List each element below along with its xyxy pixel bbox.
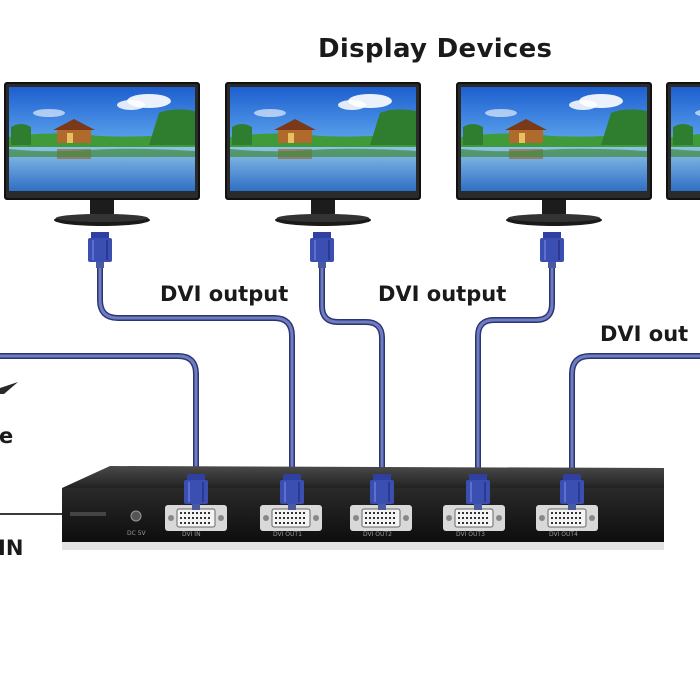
port-caption-in: DVI IN (182, 531, 201, 538)
power-caption: DC 5V (127, 530, 146, 537)
port-dvi-out4 (536, 505, 598, 531)
diagram-title: Display Devices (318, 34, 552, 64)
label-dvi-output-2: DVI output (378, 282, 506, 306)
power-jack (131, 511, 141, 521)
monitor-2 (225, 82, 421, 226)
cable-out2 (322, 262, 382, 474)
port-caption-out2: DVI OUT2 (363, 531, 392, 538)
label-dvi-output-1: DVI output (160, 282, 288, 306)
port-caption-out1: DVI OUT1 (273, 531, 302, 538)
port-caption-out4: DVI OUT4 (549, 531, 578, 538)
plug-monitor-2 (310, 232, 334, 268)
cable-out4 (572, 356, 700, 474)
plug-monitor-1 (88, 232, 112, 268)
label-left-in: IN (0, 536, 23, 560)
plug-monitor-3 (540, 232, 564, 268)
monitor-1 (4, 82, 200, 226)
cable-in (0, 356, 196, 474)
label-dvi-output-3: DVI out (600, 322, 688, 346)
port-caption-out3: DVI OUT3 (456, 531, 485, 538)
monitor-3 (456, 82, 652, 226)
monitor-4 (666, 82, 700, 226)
source-device-edge (0, 382, 18, 394)
label-left-e: e (0, 424, 13, 448)
